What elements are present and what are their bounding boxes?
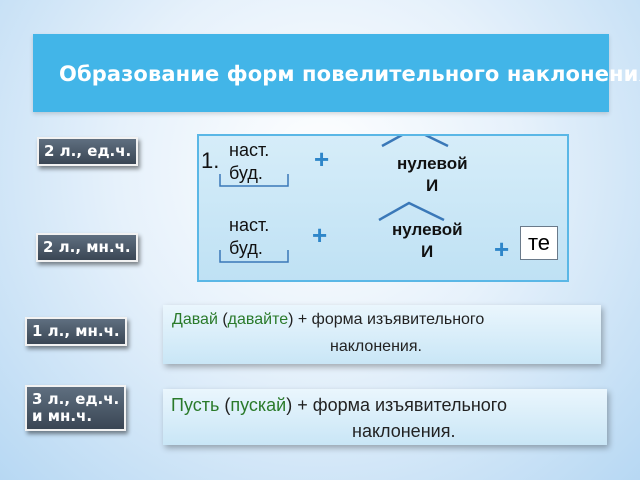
stem-1-line1: наст. — [229, 140, 270, 160]
rule-box-1: Давай (давайте) + форма изъявительного н… — [163, 305, 601, 364]
label-3-line1: 3 л., ед.ч. — [32, 390, 120, 408]
label-3-line2: и мн.ч. — [32, 407, 93, 425]
rule-1-open: ( — [217, 311, 228, 328]
rule-box-2: Пусть (пускай) + форма изъявительного на… — [163, 389, 607, 445]
stem-bracket-1 — [219, 174, 289, 187]
rule-2-line1: Пусть (пускай) + форма изъявительного — [171, 395, 507, 416]
label-3-sg-pl: 3 л., ед.ч. и мн.ч. — [25, 385, 127, 431]
stem-bracket-2 — [219, 250, 289, 263]
rule-2-rest: ) + форма изъявительного — [286, 395, 507, 415]
formation-panel: 1. наст. буд. + нулевой И наст. буд. + н… — [197, 134, 569, 282]
rule-1-word-alt: давайте — [227, 311, 289, 328]
stem-1-line2: буд. — [229, 163, 263, 183]
rule-2-open: ( — [219, 395, 231, 415]
stem-2-line1: наст. — [229, 215, 270, 235]
suffix-mark-1 — [381, 136, 449, 148]
rule-2-line2: наклонения. — [352, 421, 456, 441]
rule-1-word: Давай — [172, 311, 218, 328]
morpheme-marks — [219, 136, 449, 263]
label-2-pl: 2 л., мн.ч. — [36, 233, 138, 262]
label-1-pl: 1 л., мн.ч. — [25, 317, 127, 346]
rule-2-word-alt: пускай — [230, 395, 287, 415]
suffix-mark-2 — [378, 201, 445, 222]
list-number: 1. — [201, 148, 220, 173]
rule-1-rest: ) + форма изъявительного — [288, 311, 485, 328]
suffix-word-1: нулевой — [397, 154, 468, 173]
rule-1-line1: Давай (давайте) + форма изъявительного — [172, 311, 484, 329]
suffix-letter-1: И — [426, 176, 439, 195]
suffix-letter-2: И — [421, 242, 434, 261]
plus-1: + — [314, 144, 330, 174]
stem-2-line2: буд. — [229, 238, 263, 258]
page-title: Образование форм повелительного наклонен… — [59, 62, 640, 86]
rule-2-word: Пусть — [171, 395, 220, 415]
plus-3: + — [494, 234, 510, 264]
stem-label-1: наст. буд. — [229, 139, 269, 185]
label-2-sg: 2 л., ед.ч. — [37, 137, 139, 166]
rule-1-line2: наклонения. — [330, 338, 422, 355]
plus-2: + — [312, 220, 328, 250]
title-bar: Образование форм повелительного наклонен… — [33, 34, 640, 112]
ending-box: те — [520, 226, 558, 260]
suffix-word-2: нулевой — [392, 220, 463, 239]
stem-label-2: наст. буд. — [229, 214, 269, 260]
